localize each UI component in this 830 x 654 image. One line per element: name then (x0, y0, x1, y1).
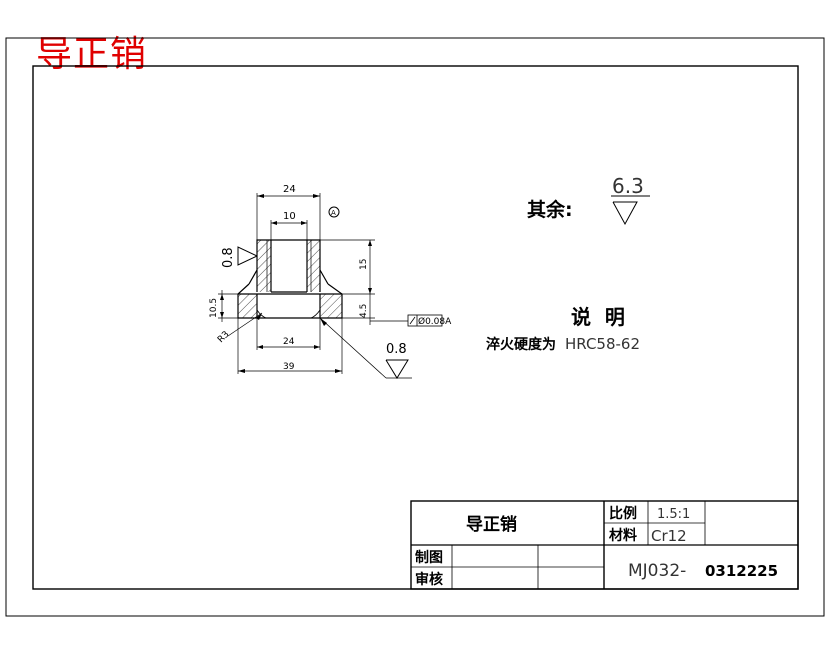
title-block-scale-value: 1.5:1 (657, 507, 690, 522)
surface-finish-symbols (237, 195, 650, 379)
title-block-drawn-label: 制图 (415, 549, 443, 566)
notes-title: 说 明 (571, 305, 625, 329)
surface-finish-left-icon (237, 246, 258, 266)
surface-left-value: 0.8 (221, 247, 236, 268)
dim-lower-height: 4.5 (359, 304, 369, 318)
drawing-heading: 导正销 (36, 34, 148, 75)
tolerance-frame: Ø0.08A (407, 314, 452, 327)
hardness-label: 淬火硬度为 (486, 336, 556, 353)
surface-finish-other-icon (612, 201, 638, 226)
title-block-material-value: Cr12 (651, 527, 687, 545)
dim-bore: 10 (283, 211, 296, 222)
dim-flange-height: 10.5 (209, 298, 219, 318)
title-block-checked-label: 审核 (415, 571, 443, 588)
other-surfaces-value: 6.3 (612, 174, 644, 198)
title-block (410, 500, 799, 590)
other-surfaces-label: 其余: (527, 198, 573, 221)
dimension-lines (218, 193, 412, 379)
title-block-drawing-no-suffix: 0312225 (705, 562, 778, 580)
title-block-scale-label: 比例 (609, 505, 637, 522)
part-section-view (237, 239, 343, 319)
hardness-value: HRC58-62 (565, 335, 640, 353)
title-block-drawing-no-prefix: MJ032- (628, 561, 686, 581)
sheet-border (5, 37, 825, 617)
surface-finish-bottom-icon (385, 359, 409, 379)
dim-inner-width: 24 (283, 337, 295, 347)
surface-bottom-value: 0.8 (386, 342, 407, 357)
tolerance-frame-text: Ø0.08A (418, 316, 452, 327)
dim-base-width: 39 (283, 362, 295, 372)
dim-top-width: 24 (283, 184, 296, 195)
title-block-material-label: 材料 (609, 527, 637, 544)
arrowheads (220, 194, 372, 373)
dim-radius: R3 (216, 330, 232, 346)
datum-label: A (331, 209, 336, 217)
title-block-part-name: 导正销 (466, 514, 517, 535)
dim-height-upper: 15 (359, 259, 369, 270)
